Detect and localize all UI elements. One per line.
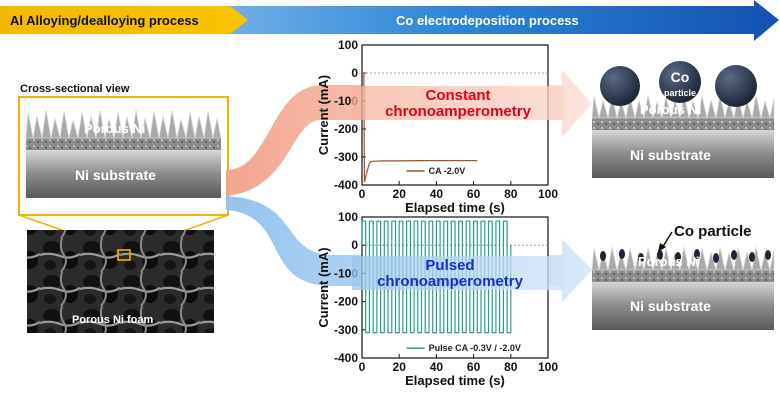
pulse-chart-xtick-label: 100	[538, 360, 558, 374]
blue-process-arrow	[180, 0, 779, 41]
constant-label-band	[352, 86, 564, 120]
pulse-chart-ytick-label: -200	[334, 295, 358, 309]
ca-chart-xtick-label: 40	[430, 187, 444, 201]
co-pointer-arrowhead	[658, 243, 666, 252]
top-porous-label: Porous Ni	[640, 102, 701, 117]
top-particle-label: particle	[664, 88, 696, 98]
pulse-chart-ytick-label: -300	[334, 323, 358, 337]
ca-chart-ytick-label: 100	[338, 38, 358, 52]
ca-chart-ytick-label: -400	[334, 178, 358, 192]
ca-chart-series-line	[362, 72, 478, 183]
pulsed-result-structure	[591, 246, 775, 330]
ca-chart-ytick-label: -200	[334, 122, 358, 136]
porous-ni-label: Porous Ni	[84, 121, 145, 136]
constant-result-structure	[591, 94, 775, 178]
pulse-chart-xlabel: Elapsed time (s)	[405, 373, 505, 388]
ca-chart-xtick-label: 100	[538, 187, 558, 201]
ca-chart-ylabel: Current (mA)	[316, 75, 331, 155]
pulse-chart-xtick-label: 0	[359, 360, 366, 374]
co-pointer-arrow	[661, 231, 673, 249]
electrodeposition-step-label: Co electrodeposition process	[396, 13, 579, 28]
ca-chart-legend-label: CA -2.0V	[429, 166, 466, 176]
pulse-chart-xtick-label: 60	[467, 360, 481, 374]
co-particle-left	[600, 66, 640, 106]
pulsed-label-band	[352, 256, 564, 290]
ca-chart-xtick-label: 60	[467, 187, 481, 201]
constant-method-label-1: Constant	[426, 87, 491, 104]
yellow-process-arrow	[0, 6, 248, 34]
ca-chart-ytick-label: 0	[351, 66, 358, 80]
ni-substrate-label: Ni substrate	[75, 167, 156, 183]
constant-method-label-2: chronoamperometry	[385, 103, 532, 120]
ca-chart-xtick-label: 0	[359, 187, 366, 201]
pulse-chart-ylabel: Current (mA)	[316, 247, 331, 327]
top-substrate-label: Ni substrate	[630, 147, 711, 163]
top-co-label: Co	[671, 69, 690, 85]
co-particle-right	[715, 65, 757, 107]
pulse-chart-ytick-label: 100	[338, 210, 358, 224]
pulse-chart-xtick-label: 20	[393, 360, 407, 374]
co-particle-middle	[659, 61, 701, 103]
pulsed-method-label-1: Pulsed	[425, 257, 474, 274]
pulse-chart-ytick-label: 0	[351, 238, 358, 252]
pulse-chart-xtick-label: 40	[430, 360, 444, 374]
porous-ni-foam-image	[27, 230, 214, 333]
bottom-porous-label: Porous Ni	[638, 254, 699, 269]
ni-substrate-block	[26, 150, 221, 198]
bottom-substrate-label: Ni substrate	[630, 298, 711, 314]
bottom-co-label: Co particle	[674, 223, 752, 240]
pulsed-method-label-2: chronoamperometry	[377, 273, 524, 290]
pulse-chart-ytick-label: -400	[334, 351, 358, 365]
small-co-particles	[600, 249, 771, 263]
pulse-chart-xtick-label: 80	[504, 360, 518, 374]
foam-zoom-marker	[117, 249, 131, 261]
cross-section-title: Cross-sectional view	[20, 83, 130, 95]
porous-ni-layer	[25, 109, 222, 150]
pulse-chart-legend-label: Pulse CA -0.3V / -2.0V	[429, 343, 521, 353]
ca-chart-xtick-label: 20	[393, 187, 407, 201]
ca-chart-ytick-label: -300	[334, 150, 358, 164]
alloying-step-label: Al Alloying/dealloying process	[10, 13, 199, 28]
ca-chart-xlabel: Elapsed time (s)	[405, 200, 505, 215]
ca-chart-xtick-label: 80	[504, 187, 518, 201]
porous-ni-foam-label: Porous Ni foam	[72, 314, 154, 326]
